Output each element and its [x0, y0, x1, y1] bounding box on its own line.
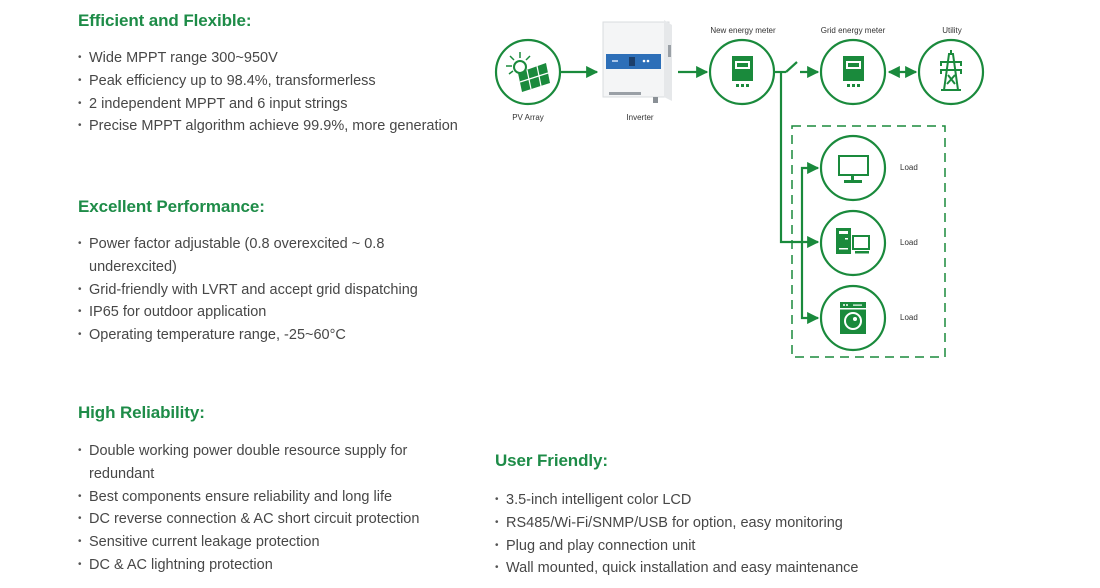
load-label: Load [900, 313, 918, 322]
inverter-icon [602, 20, 672, 103]
switch-blade [785, 61, 798, 73]
section-title: User Friendly: [495, 451, 608, 470]
load-label: Load [900, 238, 918, 247]
load-group-boundary [791, 125, 946, 358]
feature-item: Operating temperature range, -25~60°C [78, 324, 428, 347]
feature-list: 3.5-inch intelligent color LCD RS485/Wi-… [495, 489, 915, 580]
monitor-icon [838, 155, 869, 183]
load-pc-node [819, 209, 887, 277]
feature-item: Best components ensure reliability and l… [78, 486, 448, 509]
feature-item: Plug and play connection unit [495, 535, 915, 558]
utility-label: Utility [942, 26, 962, 35]
feature-item: Peak efficiency up to 98.4%, transformer… [78, 70, 458, 93]
pv-array-node [494, 38, 562, 106]
section-title: High Reliability: [78, 403, 205, 422]
load-label: Load [900, 163, 918, 172]
grid-meter-label: Grid energy meter [821, 26, 886, 35]
grid-meter-node [819, 38, 887, 106]
feature-item: 2 independent MPPT and 6 input strings [78, 93, 458, 116]
feature-item: Precise MPPT algorithm achieve 99.9%, mo… [78, 115, 458, 138]
section-excellent-performance: Excellent Performance: Power factor adju… [78, 197, 428, 347]
feature-list: Power factor adjustable (0.8 overexcited… [78, 233, 428, 347]
section-high-reliability: High Reliability: Double working power d… [78, 403, 448, 577]
pv-array-label: PV Array [512, 113, 544, 122]
feature-item: Wide MPPT range 300~950V [78, 47, 458, 70]
connector-to-loads [779, 72, 820, 249]
feature-list: Double working power double resource sup… [78, 440, 448, 577]
section-title: Efficient and Flexible: [78, 11, 252, 30]
section-user-friendly: User Friendly: 3.5-inch intelligent colo… [495, 451, 915, 580]
new-meter-label: New energy meter [710, 26, 776, 35]
utility-node [917, 38, 985, 106]
solar-panel-icon [506, 52, 550, 92]
feature-item: RS485/Wi-Fi/SNMP/USB for option, easy mo… [495, 512, 915, 535]
transmission-tower-icon [940, 50, 962, 91]
feature-item: IP65 for outdoor application [78, 301, 428, 324]
feature-item: DC & AC lightning protection [78, 554, 448, 577]
feature-item: Wall mounted, quick installation and eas… [495, 557, 915, 580]
load-tv-node [819, 134, 887, 202]
section-efficient-flexible: Efficient and Flexible: Wide MPPT range … [78, 11, 458, 138]
washing-machine-icon [840, 302, 866, 334]
feature-item: Sensitive current leakage protection [78, 531, 448, 554]
feature-item: Double working power double resource sup… [78, 440, 448, 486]
load-washer-node [819, 284, 887, 352]
desktop-computer-icon [836, 228, 870, 254]
inverter-label: Inverter [626, 113, 653, 122]
new-meter-node [708, 38, 776, 106]
feature-list: Wide MPPT range 300~950V Peak efficiency… [78, 47, 458, 138]
energy-meter-icon [843, 56, 864, 87]
connector-branch-tv [800, 161, 820, 242]
connector-branch-washer [800, 242, 820, 325]
feature-item: 3.5-inch intelligent color LCD [495, 489, 915, 512]
section-title: Excellent Performance: [78, 197, 265, 216]
feature-item: Power factor adjustable (0.8 overexcited… [78, 233, 428, 279]
feature-item: DC reverse connection & AC short circuit… [78, 508, 448, 531]
feature-item: Grid-friendly with LVRT and accept grid … [78, 279, 428, 302]
energy-meter-icon [732, 56, 753, 87]
